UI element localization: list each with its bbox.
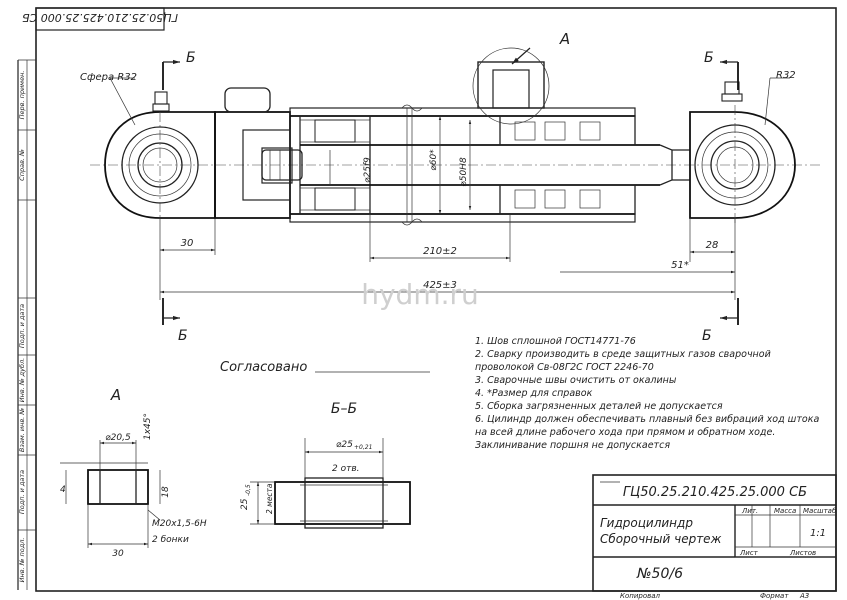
side-label: Справ. № [18, 149, 26, 181]
note-line: 4. *Размер для справок [475, 388, 593, 399]
watermark: hydm.ru [361, 278, 479, 311]
dim-label: ⌀50H8 [459, 157, 469, 187]
drawing-name-line2: Сборочный чертеж [600, 532, 722, 546]
side-count-label: 2 места [265, 483, 274, 514]
view-a-title: А [110, 386, 121, 404]
side-label: Инв. № подл. [18, 538, 26, 583]
side-label: Инв. № дубл. [18, 358, 26, 402]
note-line: Заклинивание поршня не допускается [475, 440, 670, 451]
sphere-label: Сфера R32 [80, 72, 137, 83]
section-mark-label: Б [704, 50, 714, 66]
section-mark-label: Б [702, 328, 712, 344]
side-label: Подп. и дата [18, 470, 26, 514]
piston-section [261, 115, 371, 215]
rear-cap-section [214, 87, 293, 219]
side-label: Подп. и дата [18, 304, 26, 348]
dim-label: 4 [60, 485, 66, 495]
thread-label: М20х1,5-6Н [152, 519, 207, 529]
note-line: 2. Сварку производить в среде защитных г… [475, 349, 771, 360]
agreed-label: Согласовано [220, 360, 307, 375]
drawing-name-line1: Гидроцилиндр [600, 516, 693, 530]
rotated-code-box: ГЦ50.25.210.425.25.000 СБ [22, 7, 178, 31]
dim-label: ⌀20,5 [105, 433, 131, 443]
drawing-code: ГЦ50.25.210.425.25.000 СБ [623, 485, 807, 500]
dim-label: ⌀60* [429, 149, 439, 171]
col-label: Лит. [741, 507, 758, 515]
holes-label: 2 отв. [332, 464, 360, 474]
side-strip: Перв. примен. Справ. № Подп. и дата Инв.… [17, 59, 36, 590]
dim-label: 18 [161, 486, 171, 498]
scale-value: 1:1 [810, 528, 826, 539]
format-label: Формат [760, 592, 789, 600]
side-label: Взам. инв. № [18, 408, 26, 452]
note-line: 5. Сборка загрязненных деталей не допуск… [475, 401, 723, 412]
technical-notes: 1. Шов сплошной ГОСТ14771-76 2. Сварку п… [475, 336, 819, 451]
dim-label: 425±3 [423, 280, 457, 291]
dim-label: 25 [240, 498, 250, 510]
section-bb-detail: Б–Б ⌀25 +0,21 2 отв. 25 -0,5 2 места [240, 401, 411, 529]
dim-label: ⌀25 [336, 440, 353, 450]
right-eye [689, 81, 796, 225]
format-value: А3 [799, 592, 809, 600]
count-label: 2 бонки [152, 535, 189, 545]
copied-label: Копировал [620, 592, 661, 600]
dim-label: 210±2 [423, 246, 457, 257]
view-a-detail: А ⌀20,5 1х45° 4 18 М20х1,5-6Н 2 бонки 30 [60, 386, 207, 559]
drawing-frame [35, 7, 837, 592]
cylinder-assembly-view [90, 47, 820, 325]
dimensions [159, 116, 736, 300]
side-label: Перв. примен. [18, 71, 26, 120]
dim-label: 1х45° [143, 413, 153, 440]
dim-label: 30 [181, 238, 194, 249]
note-line: 3. Сварочные швы очистить от окалины [475, 375, 677, 386]
view-a-callout: А [559, 30, 570, 48]
section-mark-label: Б [186, 50, 196, 66]
section-bb-title: Б–Б [331, 401, 357, 417]
rotated-code: ГЦ50.25.210.425.25.000 СБ [22, 11, 178, 24]
dim-label: ⌀25f9 [363, 157, 373, 183]
dim-label: 28 [706, 240, 719, 251]
dim-tolerance: -0,5 [245, 484, 252, 496]
col-label: Масштаб [803, 507, 837, 515]
sheets-label: Листов [789, 549, 816, 557]
dim-label: 51* [671, 260, 689, 271]
dim-tolerance: +0,21 [354, 444, 372, 451]
front-gland-section [472, 47, 636, 215]
note-line: 1. Шов сплошной ГОСТ14771-76 [475, 336, 636, 347]
note-line: 6. Цилиндр должен обеспечивать плавный б… [475, 414, 819, 425]
note-line: на всей длине рабочего хода при прямом и… [475, 427, 775, 438]
section-mark-label: Б [178, 328, 188, 344]
drawing-number: №50/6 [636, 566, 683, 582]
title-block: ГЦ50.25.210.425.25.000 СБ Гидроцилиндр С… [592, 474, 837, 600]
r32-label: R32 [776, 70, 796, 81]
left-eye [104, 91, 216, 219]
note-line: проволокой Св-08Г2С ГОСТ 2246-70 [475, 362, 654, 373]
dim-label: 30 [112, 549, 124, 559]
col-label: Масса [774, 507, 796, 515]
sheet-label: Лист [739, 549, 759, 557]
